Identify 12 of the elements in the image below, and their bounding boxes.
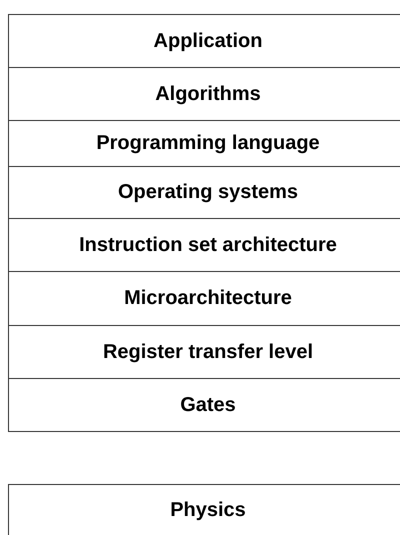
layer-label: Programming language (96, 132, 320, 155)
layer-label: Application (154, 30, 262, 52)
layer-label: Physics (170, 498, 246, 522)
layer-box (8, 484, 400, 535)
layer-label: Register transfer level (102, 340, 314, 364)
layer-box (8, 378, 400, 432)
layer-label: Gates (180, 394, 236, 416)
layer-label: Instruction set architecture (79, 234, 337, 256)
layer-label: Operating systems (118, 181, 298, 204)
layer-label: Microarchitecture (124, 287, 292, 310)
layer-box (8, 14, 400, 68)
layer-label: Algorithms (155, 82, 261, 106)
